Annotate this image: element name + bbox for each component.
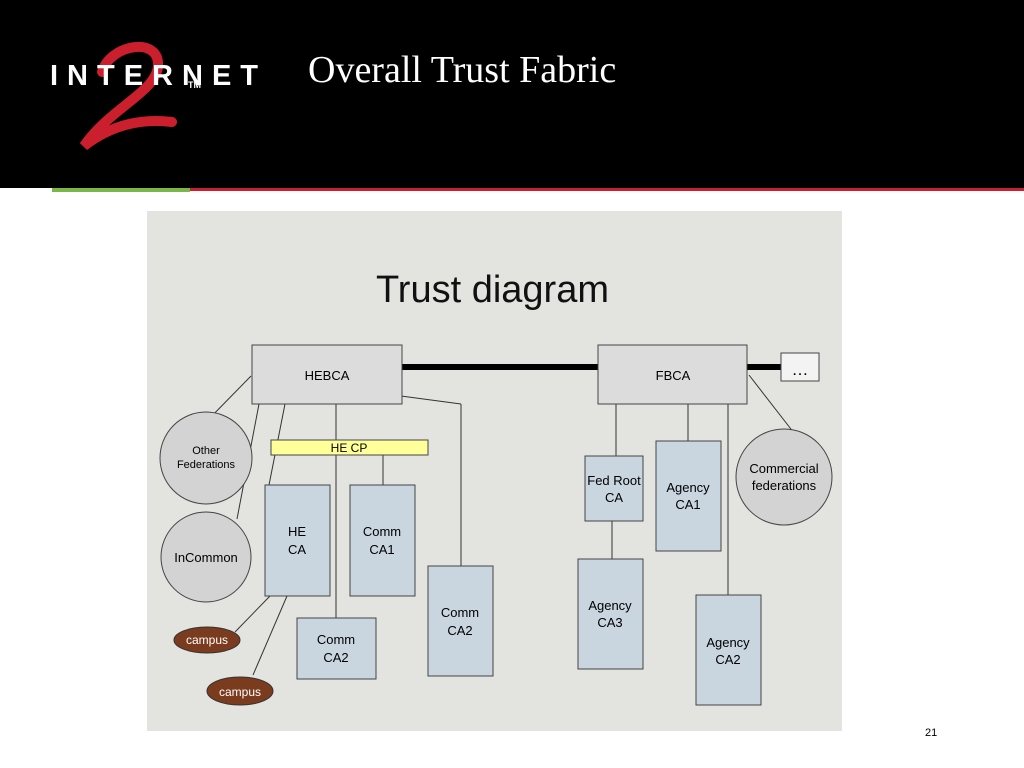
comm-ca1-box: [349, 484, 416, 597]
commercial-federations-label-1: Commercial: [749, 461, 818, 476]
incommon-label: InCommon: [174, 550, 238, 565]
agency-ca3-label-2: CA3: [597, 615, 622, 630]
hebca-label: HEBCA: [305, 368, 350, 383]
trademark-mark: TM: [188, 80, 201, 90]
fbca-box: [597, 344, 748, 405]
fed-root-ca-label-1: Fed Root: [587, 473, 641, 488]
incommon-circle: [160, 511, 252, 603]
internet2-logo-word: INTERNET: [50, 60, 267, 92]
comm-ca1-label-1: Comm: [363, 524, 401, 539]
fed-root-ca-label-2: CA: [605, 490, 623, 505]
campus-label-2: campus: [219, 685, 261, 699]
campus-oval-1: [173, 626, 241, 654]
comm-ca2-right-label-1: Comm: [441, 605, 479, 620]
he-ca-box: [264, 484, 331, 597]
fbca-label: FBCA: [656, 368, 691, 383]
diagram-title: Trust diagram: [376, 269, 609, 311]
he-ca-label-1: HE: [288, 524, 306, 539]
line-fbca-commfed: [748, 374, 795, 434]
campus-label-1: campus: [186, 633, 228, 647]
other-federations-label-1: Other: [192, 445, 220, 457]
comm-ca2-lower-box: [296, 617, 377, 680]
he-ca-label-2: CA: [288, 542, 306, 557]
hebca-box: [251, 344, 403, 405]
comm-ca2-right-label-2: CA2: [447, 623, 472, 638]
line-heca-campus2: [252, 595, 288, 676]
he-cp-label: HE CP: [331, 441, 368, 455]
comm-ca2-right-box: [427, 565, 494, 677]
agency-ca3-box: [577, 558, 644, 670]
page-number: 21: [925, 727, 938, 739]
other-federations-label-2: Federations: [177, 459, 236, 471]
commercial-federations-label-2: federations: [752, 478, 817, 493]
line-heca-campus1: [234, 595, 271, 633]
slide-header: [0, 0, 1024, 188]
line-hebca-commca2: [400, 395, 462, 405]
agency-ca2-label-2: CA2: [715, 652, 740, 667]
comm-ca2-lower-label-2: CA2: [323, 650, 348, 665]
comm-ca1-label-2: CA1: [369, 542, 394, 557]
agency-ca1-label-1: Agency: [666, 480, 710, 495]
he-cp-bar: [270, 439, 429, 456]
comm-ca2-lower-label-1: Comm: [317, 632, 355, 647]
agency-ca2-label-1: Agency: [706, 635, 750, 650]
fed-root-ca-box: [584, 455, 644, 522]
trust-diagram: Trust diagram HEBCA FBCA …: [159, 269, 833, 706]
header-rule-red: [190, 188, 1024, 191]
ellipsis-box: [780, 352, 820, 382]
trust-diagram-panel: Trust diagram HEBCA FBCA …: [147, 211, 842, 731]
agency-ca1-label-2: CA1: [675, 497, 700, 512]
other-federations-circle: [159, 411, 253, 505]
agency-ca2-box: [695, 594, 762, 706]
header-rule-green: [52, 188, 190, 192]
agency-ca1-box: [655, 440, 722, 552]
slide-title: Overall Trust Fabric: [308, 49, 617, 91]
commercial-federations-circle: [735, 428, 833, 526]
internet2-numeral-logo: [79, 41, 177, 150]
agency-ca3-label-1: Agency: [588, 598, 632, 613]
campus-oval-2: [206, 676, 274, 706]
ellipsis-label: …: [792, 360, 809, 379]
